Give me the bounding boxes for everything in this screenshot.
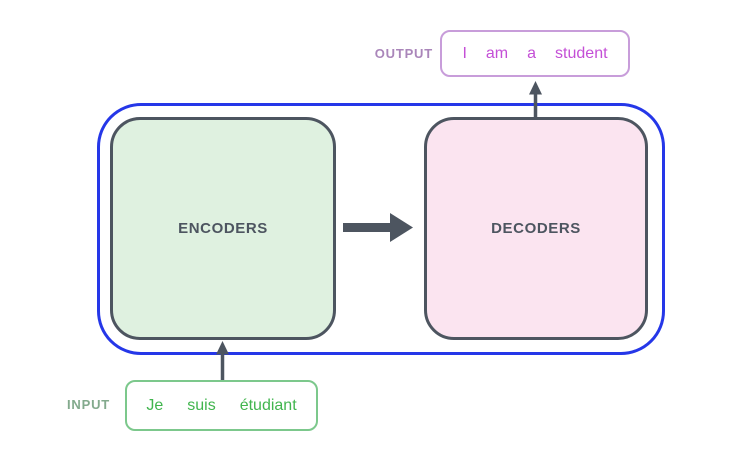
input-token: étudiant (239, 396, 297, 414)
model-container-box (97, 103, 665, 355)
encoders-box: ENCODERS (110, 117, 336, 340)
output-token: am (485, 44, 509, 62)
input-label: INPUT (67, 397, 110, 412)
output-token: a (527, 44, 537, 62)
output-box: I am a student (440, 30, 630, 77)
input-token: Je (146, 396, 164, 414)
input-box: Je suis étudiant (125, 380, 318, 431)
input-token: suis (187, 396, 216, 414)
output-label: OUTPUT (374, 46, 433, 61)
output-token: I (462, 44, 467, 62)
decoders-box: DECODERS (424, 117, 648, 340)
output-token: student (555, 44, 608, 62)
decoders-label: DECODERS (491, 220, 581, 237)
encoders-label: ENCODERS (178, 220, 268, 237)
